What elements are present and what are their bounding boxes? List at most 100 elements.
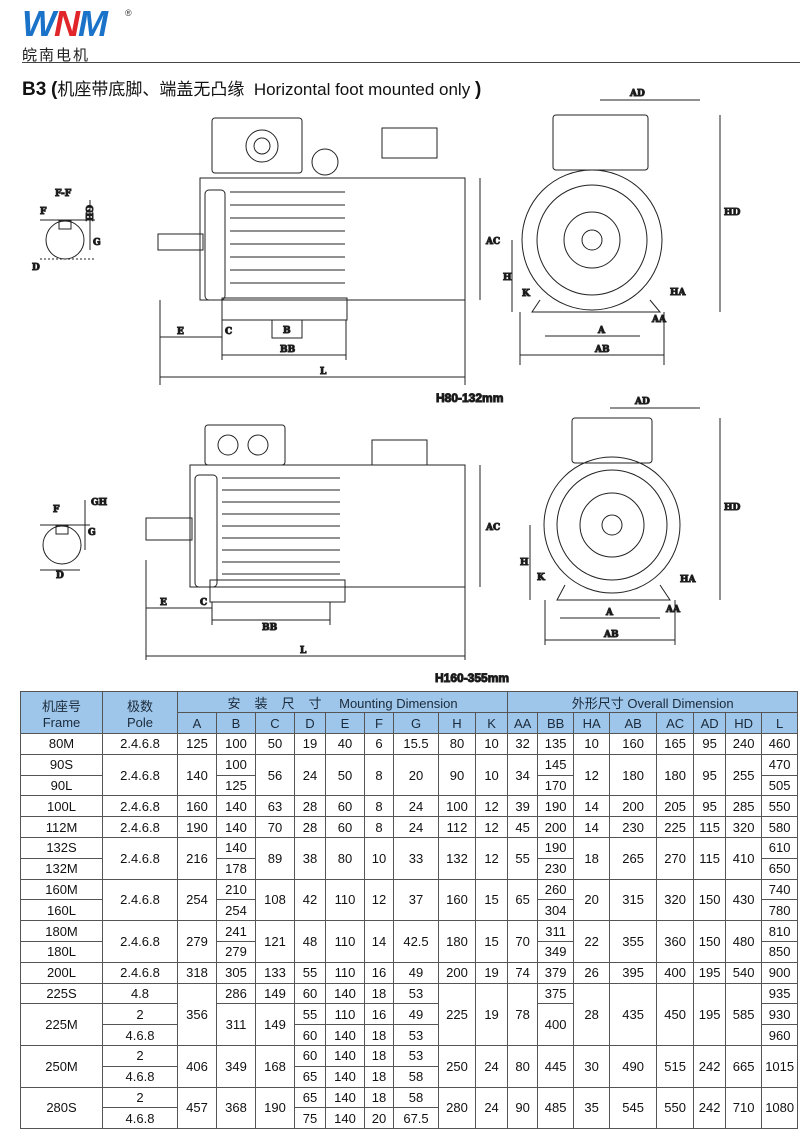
table-cell: 470 bbox=[761, 753, 799, 776]
brand-logo: WNM ® 皖南电机 bbox=[22, 6, 132, 65]
table-cell: 180L bbox=[20, 940, 103, 963]
motor-side-view-top bbox=[157, 117, 481, 385]
caption-h160-355: H160-355mm bbox=[435, 671, 509, 685]
table-cell: 1080 bbox=[761, 1086, 799, 1130]
table-cell: 320 bbox=[656, 878, 695, 922]
table-cell: 80 bbox=[438, 733, 476, 755]
table-cell: 485 bbox=[537, 1086, 575, 1130]
table-cell: 10 bbox=[474, 753, 509, 797]
table-cell: 12 bbox=[573, 753, 611, 797]
table-cell: 78 bbox=[507, 982, 539, 1046]
dimension-drawings: F-F F GH G D E C B BB L AC bbox=[32, 89, 742, 686]
table-cell: 135 bbox=[537, 733, 575, 755]
table-cell: 53 bbox=[393, 1044, 439, 1067]
label-f-bottom: F bbox=[53, 505, 60, 515]
table-cell: 379 bbox=[537, 961, 575, 984]
table-cell: 2.4.6.8 bbox=[102, 816, 178, 838]
table-cell: 140 bbox=[216, 795, 256, 818]
table-cell: 650 bbox=[761, 857, 799, 880]
label-hd-top: HD bbox=[724, 208, 741, 218]
table-cell: 140 bbox=[325, 1086, 365, 1109]
table-cell: 39 bbox=[507, 795, 539, 818]
table-cell: 200 bbox=[609, 795, 658, 818]
table-cell: 58 bbox=[393, 1065, 439, 1088]
table-cell: 140 bbox=[325, 1107, 365, 1130]
table-cell: 24 bbox=[474, 1044, 509, 1088]
table-cell: 10 bbox=[573, 733, 611, 755]
column-header-ha: HA bbox=[573, 712, 611, 734]
table-cell: 10 bbox=[364, 836, 394, 880]
table-cell: 65 bbox=[294, 1086, 326, 1109]
table-cell: 460 bbox=[761, 733, 799, 755]
table-cell: 4.8 bbox=[102, 982, 178, 1005]
table-cell: 270 bbox=[656, 836, 695, 880]
table-cell: 30 bbox=[573, 1044, 611, 1088]
table-cell: 280 bbox=[438, 1086, 476, 1130]
table-cell: 149 bbox=[255, 1003, 295, 1046]
table-cell: 4.6.8 bbox=[102, 1107, 178, 1130]
label-c-top: C bbox=[225, 327, 232, 337]
table-cell: 12 bbox=[474, 816, 509, 838]
table-cell: 150 bbox=[693, 920, 727, 963]
table-cell: 28 bbox=[294, 816, 326, 838]
table-cell: 18 bbox=[573, 836, 611, 880]
table-cell: 240 bbox=[725, 733, 763, 755]
table-cell: 95 bbox=[693, 795, 727, 818]
table-cell: 850 bbox=[761, 940, 799, 963]
table-cell: 265 bbox=[609, 836, 658, 880]
title-cn: 机座带底脚、端盖无凸缘 bbox=[57, 80, 245, 99]
table-cell: 457 bbox=[177, 1086, 217, 1130]
table-cell: 170 bbox=[537, 774, 575, 797]
table-cell: 450 bbox=[656, 982, 695, 1046]
table-cell: 37 bbox=[393, 878, 439, 922]
table-cell: 930 bbox=[761, 1003, 799, 1026]
table-cell: 165 bbox=[656, 733, 695, 755]
table-cell: 28 bbox=[573, 982, 611, 1046]
table-cell: 65 bbox=[507, 878, 539, 922]
table-cell: 2 bbox=[102, 1003, 178, 1026]
header-divider bbox=[22, 62, 800, 63]
table-cell: 580 bbox=[761, 816, 799, 838]
table-cell: 279 bbox=[216, 940, 256, 963]
table-cell: 140 bbox=[325, 1065, 365, 1088]
table-cell: 18 bbox=[364, 1086, 394, 1109]
motor-side-view-bottom bbox=[145, 424, 481, 660]
table-cell: 4.6.8 bbox=[102, 1024, 178, 1046]
table-cell: 2.4.6.8 bbox=[102, 753, 178, 797]
label-ad-bottom: AD bbox=[634, 397, 650, 407]
label-k-bottom: K bbox=[537, 573, 546, 583]
column-header-ad: AD bbox=[693, 712, 727, 734]
table-cell: 241 bbox=[216, 920, 256, 942]
table-cell: 100 bbox=[438, 795, 476, 818]
column-header-ac: AC bbox=[656, 712, 695, 734]
table-cell: 15.5 bbox=[393, 733, 439, 755]
header-mounting-cn: 安装尺寸 bbox=[227, 695, 336, 711]
column-header-aa: AA bbox=[507, 712, 539, 734]
column-header-g: G bbox=[393, 712, 439, 734]
label-gh-bottom: GH bbox=[91, 498, 108, 508]
table-cell: 18 bbox=[364, 982, 394, 1005]
table-cell: 95 bbox=[693, 753, 727, 797]
shaft-section-bottom bbox=[40, 500, 90, 571]
table-cell: 90 bbox=[507, 1086, 539, 1130]
table-cell: 216 bbox=[177, 836, 217, 880]
column-header-a: A bbox=[177, 712, 217, 734]
table-cell: 2.4.6.8 bbox=[102, 961, 178, 984]
header-frame-en: Frame bbox=[42, 714, 81, 730]
label-aa-bottom: AA bbox=[665, 605, 681, 615]
table-cell: 22 bbox=[573, 920, 611, 963]
column-header-bb: BB bbox=[537, 712, 575, 734]
table-cell: 480 bbox=[725, 920, 763, 963]
table-cell: 35 bbox=[573, 1086, 611, 1130]
table-cell: 2.4.6.8 bbox=[102, 733, 178, 755]
header-pole-cn: 极数 bbox=[126, 698, 153, 714]
